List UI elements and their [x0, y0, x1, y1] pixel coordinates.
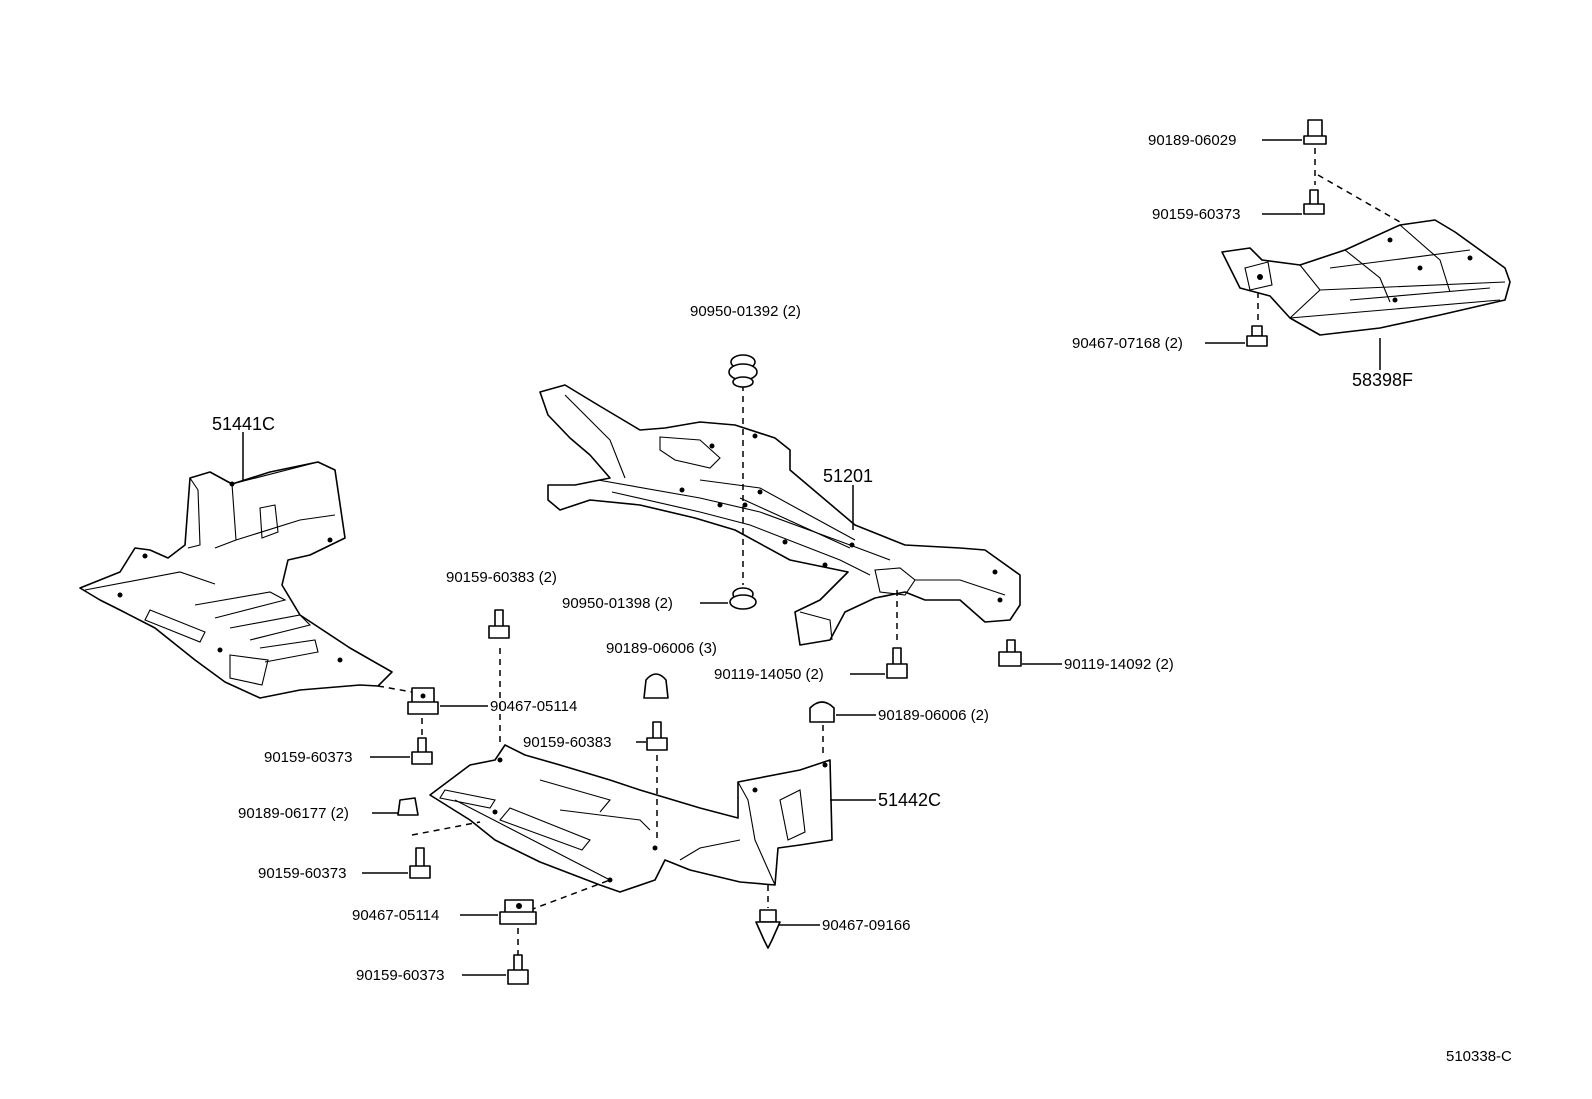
engine-under-cover-center — [429, 744, 833, 893]
bolt-icon — [886, 647, 908, 679]
label-58398F: 58398F — [1352, 370, 1413, 390]
engine-under-cover-left — [79, 461, 393, 699]
label-90159-60373-b: 90159-60373 — [258, 865, 346, 882]
rivet-icon — [1246, 325, 1268, 347]
grommet-icon — [728, 354, 758, 388]
rivet-icon — [755, 909, 781, 949]
label-90189-06029: 90189-06029 — [1148, 132, 1236, 149]
label-51442C: 51442C — [878, 790, 941, 810]
label-90467-07168: 90467-07168 (2) — [1072, 335, 1183, 352]
label-90119-14050: 90119-14050 (2) — [714, 666, 824, 683]
nut-icon — [499, 899, 537, 925]
label-90467-09166: 90467-09166 — [822, 917, 910, 934]
label-51441C: 51441C — [212, 414, 275, 434]
label-51201: 51201 — [823, 466, 873, 486]
clip-icon — [1303, 119, 1327, 145]
grommet-icon — [729, 587, 757, 610]
bolt-icon — [646, 721, 668, 751]
assembly-dashed-lines — [377, 148, 1401, 955]
label-90159-60383-2: 90159-60383 (2) — [446, 569, 557, 586]
bolt-icon — [488, 609, 510, 639]
label-90950-01398: 90950-01398 (2) — [562, 595, 673, 612]
bolt-icon — [507, 954, 529, 985]
bolt-icon — [409, 847, 431, 879]
label-90467-05114-a: 90467-05114 — [490, 698, 577, 715]
label-90189-06006-3: 90189-06006 (3) — [606, 640, 717, 657]
leader-lines — [242, 139, 1381, 976]
label-90159-60373-top: 90159-60373 — [1152, 206, 1240, 223]
label-90119-14092: 90119-14092 (2) — [1064, 656, 1174, 673]
bolt-icon — [998, 639, 1022, 667]
floor-under-cover-right — [1221, 219, 1511, 336]
diagram-code: 510338-C — [1446, 1048, 1512, 1065]
label-90159-60373-a: 90159-60373 — [264, 749, 352, 766]
nut-icon — [407, 687, 439, 715]
label-90467-05114-b: 90467-05114 — [352, 907, 439, 924]
label-90159-60383: 90159-60383 — [523, 734, 611, 751]
label-90159-60373-c: 90159-60373 — [356, 967, 444, 984]
clip-icon — [643, 673, 669, 699]
bolt-icon — [1303, 189, 1325, 215]
crossmember-frame — [539, 384, 1021, 646]
label-90189-06006-2: 90189-06006 (2) — [878, 707, 989, 724]
bolt-icon — [411, 737, 433, 765]
label-90950-01392: 90950-01392 (2) — [690, 303, 801, 320]
clip-icon — [809, 701, 835, 723]
label-90189-06177: 90189-06177 (2) — [238, 805, 349, 822]
part-labels: 90189-06029 90159-60373 90467-07168 (2) … — [212, 132, 1512, 1065]
clip-icon — [397, 797, 419, 816]
